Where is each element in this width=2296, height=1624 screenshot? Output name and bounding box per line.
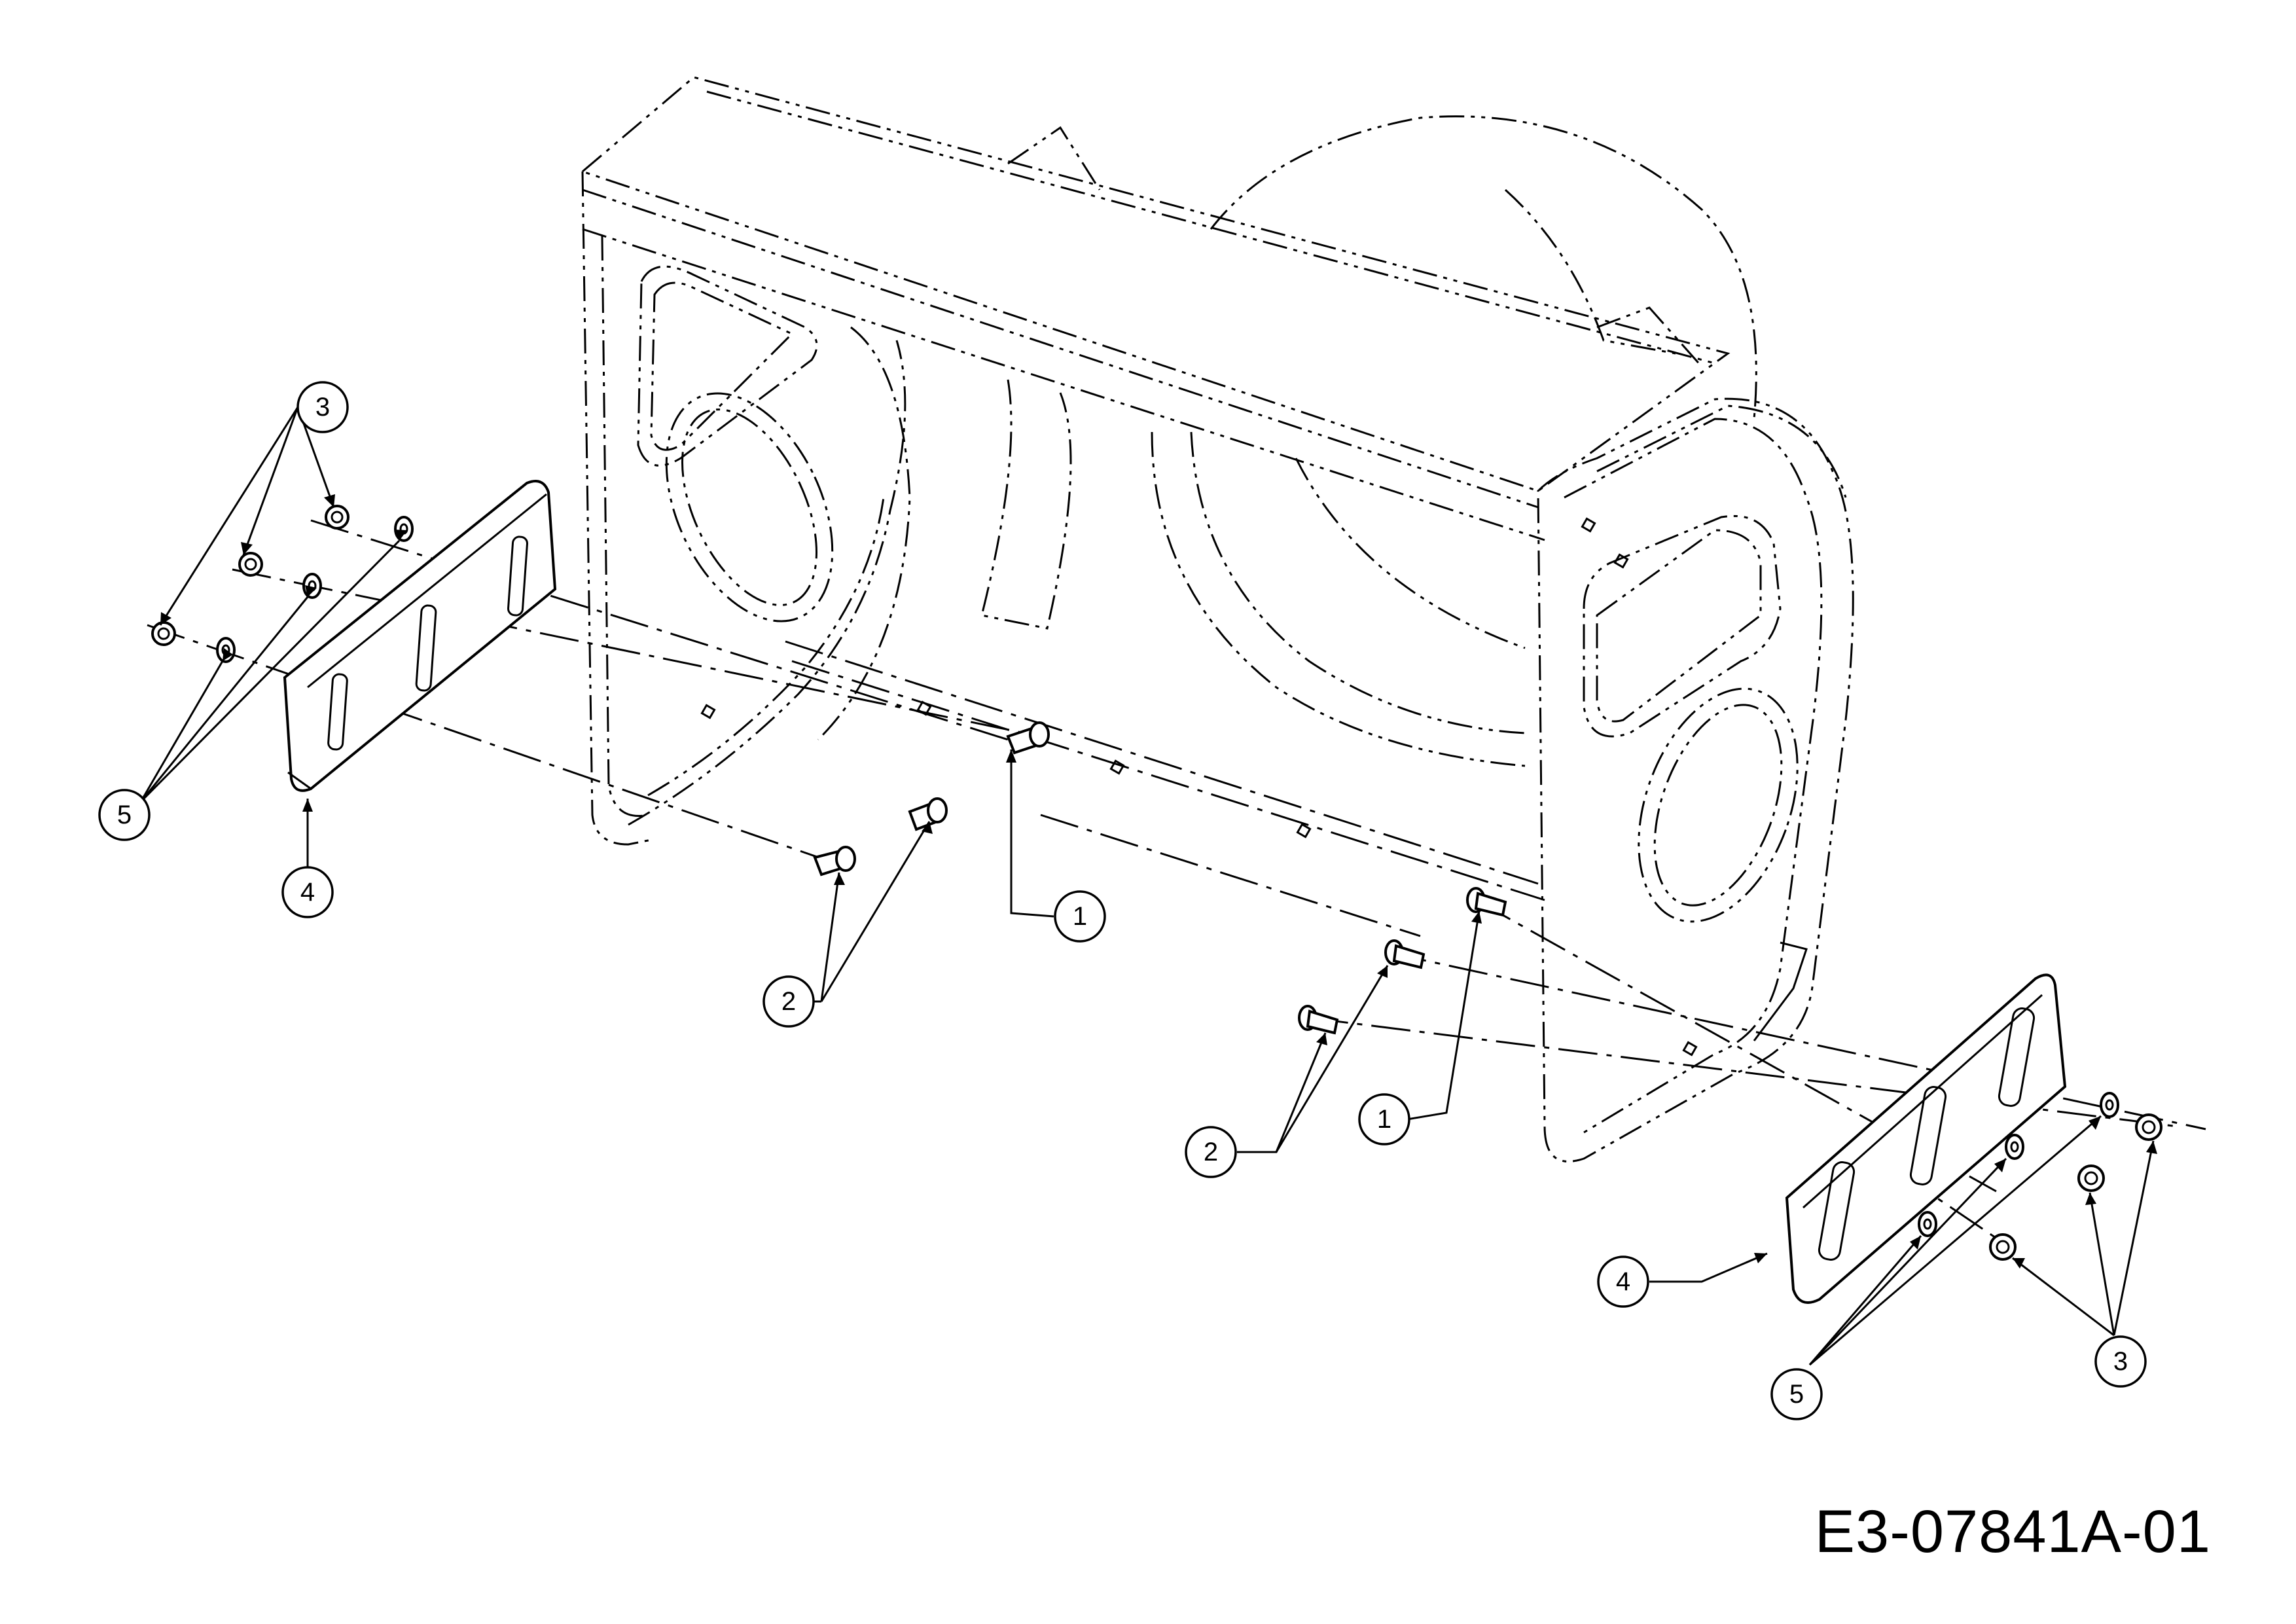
callout-5-right: 5 [1770, 1368, 1823, 1420]
callout-2-left: 2 [762, 975, 815, 1028]
carriage-bolts-right [1298, 887, 1507, 1035]
callout-3-right: 3 [2094, 1335, 2147, 1388]
callout-2-right: 2 [1185, 1126, 1237, 1178]
washers-right [1918, 1092, 2119, 1237]
callout-5-left: 5 [98, 789, 151, 841]
callout-1-right: 1 [1358, 1093, 1410, 1146]
flange-nuts-left [151, 505, 350, 646]
svg-text:1: 1 [1073, 902, 1087, 931]
callout-1-left: 1 [1054, 890, 1106, 943]
callout-4-left: 4 [281, 866, 334, 918]
callout-4-right: 4 [1597, 1255, 1649, 1308]
skid-shoe-right [1785, 973, 2067, 1304]
svg-text:3: 3 [2113, 1347, 2128, 1376]
svg-text:2: 2 [1204, 1138, 1218, 1166]
leader-lines [139, 406, 2155, 1366]
carriage-bolts-left [813, 721, 1050, 876]
auger-housing [580, 76, 1854, 1163]
svg-text:1: 1 [1377, 1105, 1391, 1134]
drawing-number: E3-07841A-01 [1814, 1498, 2211, 1565]
callout-3-left: 3 [296, 381, 349, 433]
svg-text:4: 4 [300, 878, 315, 907]
svg-text:3: 3 [315, 393, 330, 422]
leader-arrowheads [160, 494, 2157, 1269]
svg-text:4: 4 [1616, 1267, 1630, 1296]
skid-shoe-left [283, 480, 557, 792]
svg-text:2: 2 [781, 987, 796, 1016]
flange-nuts-right [1989, 1113, 2162, 1261]
svg-text:5: 5 [1789, 1380, 1804, 1409]
svg-text:5: 5 [117, 801, 132, 829]
